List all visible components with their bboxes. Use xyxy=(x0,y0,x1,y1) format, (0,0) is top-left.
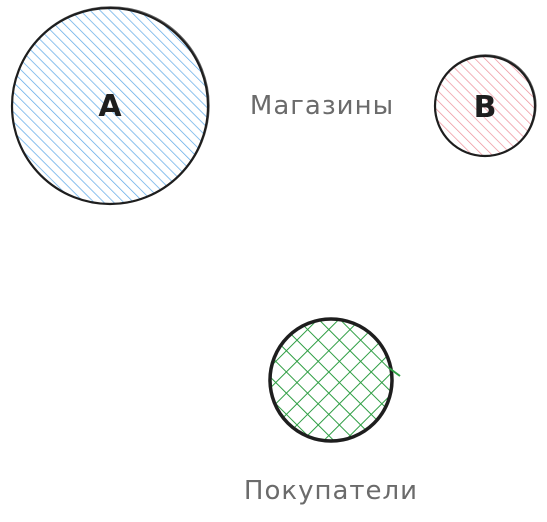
node-buyers-circle xyxy=(268,317,394,443)
node-b[interactable]: B xyxy=(433,54,537,158)
node-b-label: B xyxy=(474,90,497,125)
node-buyers[interactable] xyxy=(268,317,401,443)
buyers-label: Покупатели xyxy=(244,476,418,506)
stores-label: Магазины xyxy=(250,91,394,121)
node-a-label: A xyxy=(98,89,122,124)
node-a[interactable]: A xyxy=(10,6,210,206)
